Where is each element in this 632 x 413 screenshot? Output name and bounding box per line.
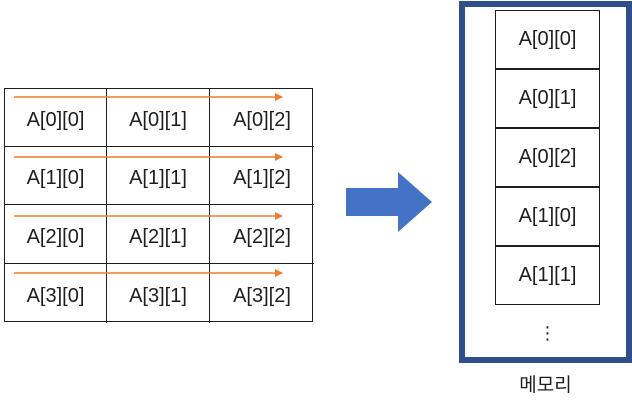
memory-cell: A[1][1] [495, 246, 600, 305]
array-cell: A[1][2] [210, 147, 314, 205]
memory-cell: A[0][0] [495, 10, 600, 69]
array-cell: A[3][0] [5, 264, 107, 323]
array-grid: A[0][0] A[0][1] A[0][2] A[1][0] A[1][1] … [4, 88, 314, 323]
memory-ellipsis: ⋮ [538, 323, 557, 343]
memory-cell: A[0][2] [495, 128, 600, 187]
array-cell: A[1][0] [5, 147, 107, 205]
array-cell: A[2][1] [107, 205, 210, 264]
array-cell: A[3][2] [233, 285, 291, 307]
memory-cell: A[1][0] [495, 187, 600, 246]
block-arrow-right-icon [346, 172, 432, 232]
memory-cell: A[0][1] [495, 69, 600, 128]
array-cell: A[1][1] [107, 147, 210, 205]
array-cell: A[0][2] [210, 89, 314, 147]
array-cell: A[0][0] [5, 89, 107, 147]
array-cell: A[0][1] [107, 89, 210, 147]
memory-label: 메모리 [519, 374, 572, 396]
array-cell: A[2][2] [210, 205, 314, 264]
array-cell: A[2][0] [5, 205, 107, 264]
memory-panel: A[0][0] A[0][1] A[0][2] A[1][0] A[1][1] … [459, 1, 632, 363]
array-cell: A[3][1] [107, 264, 210, 323]
